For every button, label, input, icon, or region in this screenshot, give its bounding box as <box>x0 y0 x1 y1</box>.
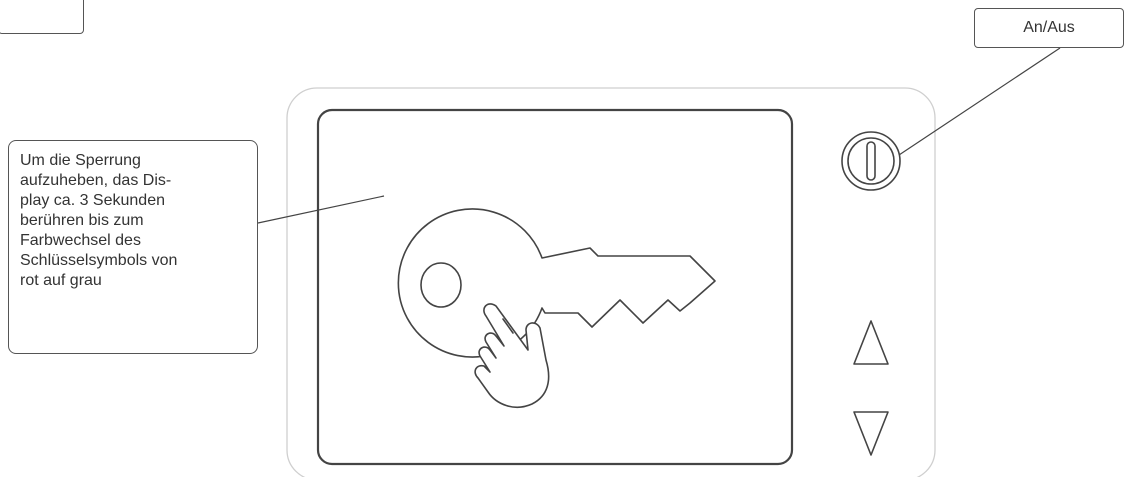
unlock-hint-callout: Um die Sperrung aufzuheben, das Dis- pla… <box>8 140 258 354</box>
power-button[interactable] <box>842 132 900 190</box>
unlock-hint-text: Um die Sperrung aufzuheben, das Dis- pla… <box>20 151 246 291</box>
power-leader-line <box>899 48 1060 155</box>
arrow-up-icon[interactable] <box>854 321 888 364</box>
arrow-down-icon[interactable] <box>854 412 888 455</box>
device-housing <box>287 88 935 477</box>
display-leader-line <box>258 196 384 223</box>
corner-thumbnail <box>0 0 84 34</box>
power-label-callout: An/Aus <box>974 8 1124 48</box>
key-icon <box>398 209 715 357</box>
power-label: An/Aus <box>1023 19 1075 36</box>
touch-display[interactable] <box>318 110 792 464</box>
